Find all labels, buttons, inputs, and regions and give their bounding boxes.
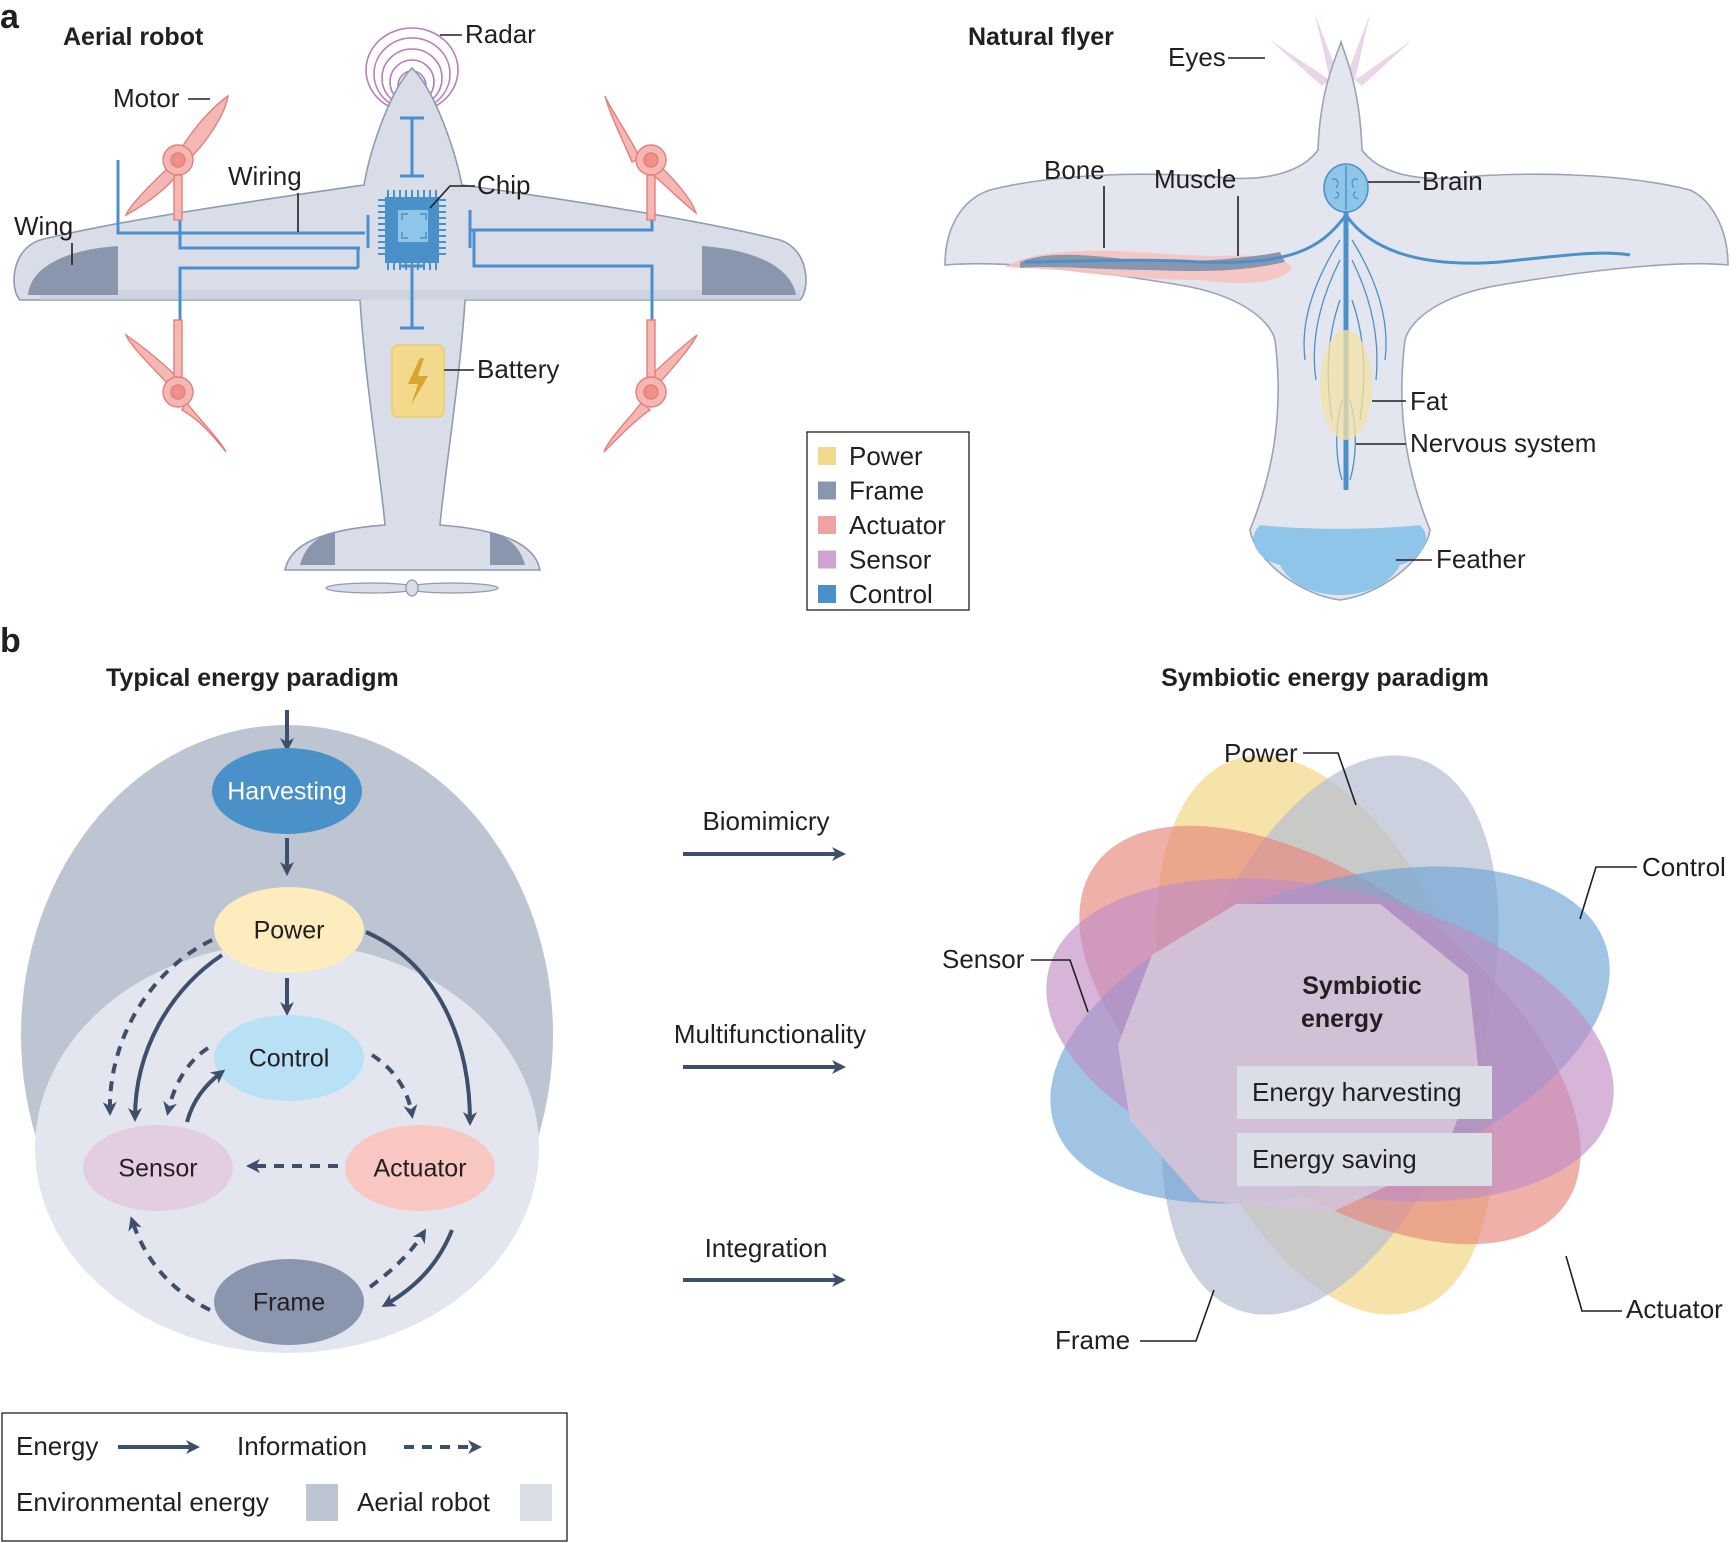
info-arrow-power-to-sensor — [102, 938, 213, 1116]
radar-label: Radar — [465, 19, 536, 49]
info-arrow-frame-to-actuator — [368, 1228, 427, 1289]
legend-swatch-sensor — [818, 550, 836, 569]
legend-label-frame: Frame — [849, 476, 924, 506]
typical-paradigm-title: Typical energy paradigm — [106, 664, 399, 692]
node-power — [214, 887, 364, 973]
legend-swatch-frame — [818, 481, 836, 500]
legend-energy-label: Energy — [16, 1431, 98, 1461]
transition-multifunctionality-label: Multifunctionality — [674, 1019, 866, 1049]
node-power-label: Power — [254, 917, 325, 945]
energy-saving-box — [1237, 1133, 1492, 1186]
aerial-robot-illustration — [13, 27, 807, 597]
muscle-label: Muscle — [1154, 164, 1236, 194]
eyes-sensor — [1270, 14, 1412, 86]
energy-harvesting-label: Energy harvesting — [1252, 1077, 1462, 1107]
legend-aerial-robot-label: Aerial robot — [357, 1487, 491, 1517]
battery-label: Battery — [477, 354, 559, 384]
symbiotic-paradigm-title: Symbiotic energy paradigm — [1161, 664, 1489, 692]
panel-b-letter: b — [0, 622, 21, 660]
battery-icon — [391, 344, 445, 418]
motor-propeller-top-right — [604, 95, 698, 221]
petal-sensor-label: Sensor — [942, 944, 1025, 974]
petal-frame-label: Frame — [1055, 1325, 1130, 1355]
motor-propeller-bottom-right — [603, 319, 698, 453]
symbiotic-venn — [1046, 755, 1614, 1315]
petal-control-label: Control — [1642, 852, 1726, 882]
legend-information-label: Information — [237, 1431, 367, 1461]
node-actuator-label: Actuator — [373, 1155, 466, 1183]
legend-label-power: Power — [849, 441, 923, 471]
info-arrow-control-to-actuator — [370, 1053, 418, 1119]
typical-paradigm-diagram: Harvesting Power Control Sensor Actuator… — [21, 710, 553, 1353]
motor-label: Motor — [113, 83, 180, 113]
petal-actuator-label: Actuator — [1626, 1294, 1723, 1324]
info-arrow-control-to-sensor — [163, 1046, 210, 1116]
node-actuator — [345, 1125, 495, 1211]
bird-body — [944, 39, 1729, 601]
legend-swatch-control — [818, 585, 836, 603]
chip-icon — [378, 190, 446, 270]
energy-saving-label: Energy saving — [1252, 1144, 1417, 1174]
brain-label: Brain — [1422, 166, 1483, 196]
energy-harvesting-box — [1237, 1066, 1492, 1119]
node-frame — [214, 1259, 364, 1345]
legend-label-actuator: Actuator — [849, 510, 946, 540]
transition-biomimicry-label: Biomimicry — [702, 806, 829, 836]
node-sensor-label: Sensor — [118, 1155, 197, 1183]
fat-label: Fat — [1410, 386, 1448, 416]
node-harvesting — [212, 748, 362, 834]
node-control — [214, 1015, 364, 1101]
legend-environmental-energy-label: Environmental energy — [16, 1487, 269, 1517]
panel-a-letter: a — [0, 0, 20, 36]
eyes-label: Eyes — [1168, 42, 1226, 72]
fuselage — [13, 66, 807, 571]
energy-arrow-actuator-to-frame — [381, 1229, 454, 1307]
legend-label-control: Control — [849, 579, 933, 609]
wing-label: Wing — [14, 211, 73, 241]
natural-flyer-illustration — [944, 14, 1729, 601]
bone-shape — [1020, 252, 1285, 272]
legend-environmental-energy-swatch — [306, 1484, 338, 1521]
wiring-label: Wiring — [228, 161, 302, 191]
node-control-label: Control — [249, 1045, 330, 1073]
symbiotic-energy-title-line1: Symbiotic — [1302, 972, 1422, 1000]
node-harvesting-label: Harvesting — [227, 778, 347, 806]
motor-propeller-bottom-left — [124, 319, 227, 453]
chip-label: Chip — [477, 170, 530, 200]
info-arrow-frame-to-sensor — [128, 1216, 211, 1312]
node-frame-label: Frame — [253, 1289, 325, 1317]
legend-aerial-robot-swatch — [520, 1484, 552, 1521]
natural-flyer-title: Natural flyer — [968, 23, 1114, 51]
petal-power-label: Power — [1224, 738, 1298, 768]
transition-arrows: Biomimicry Multifunctionality Integratio… — [674, 806, 866, 1287]
energy-arrow-sensor-to-control — [185, 1069, 226, 1123]
fat-shape — [1320, 330, 1372, 440]
wing-tip-right — [702, 246, 796, 295]
legend-swatch-actuator — [818, 516, 836, 534]
node-sensor — [83, 1125, 233, 1211]
feather-label: Feather — [1436, 544, 1526, 574]
transition-integration-label: Integration — [705, 1233, 828, 1263]
nervous-system-label: Nervous system — [1410, 428, 1596, 458]
brain-icon — [1323, 163, 1369, 213]
energy-arrow-power-to-actuator — [365, 930, 477, 1126]
legend-label-sensor: Sensor — [849, 545, 932, 575]
legend-swatch-power — [818, 447, 836, 465]
aerial-robot-title: Aerial robot — [63, 23, 204, 51]
wing-tip-left — [28, 246, 118, 295]
symbiotic-energy-title-line2: energy — [1301, 1005, 1383, 1033]
motor-propeller-top-left — [124, 94, 229, 221]
feather-shape — [1253, 525, 1427, 595]
flow-legend: Energy Information Environmental energy … — [1, 1412, 568, 1542]
energy-arrow-power-to-sensor — [128, 953, 224, 1122]
bone-label: Bone — [1044, 155, 1105, 185]
